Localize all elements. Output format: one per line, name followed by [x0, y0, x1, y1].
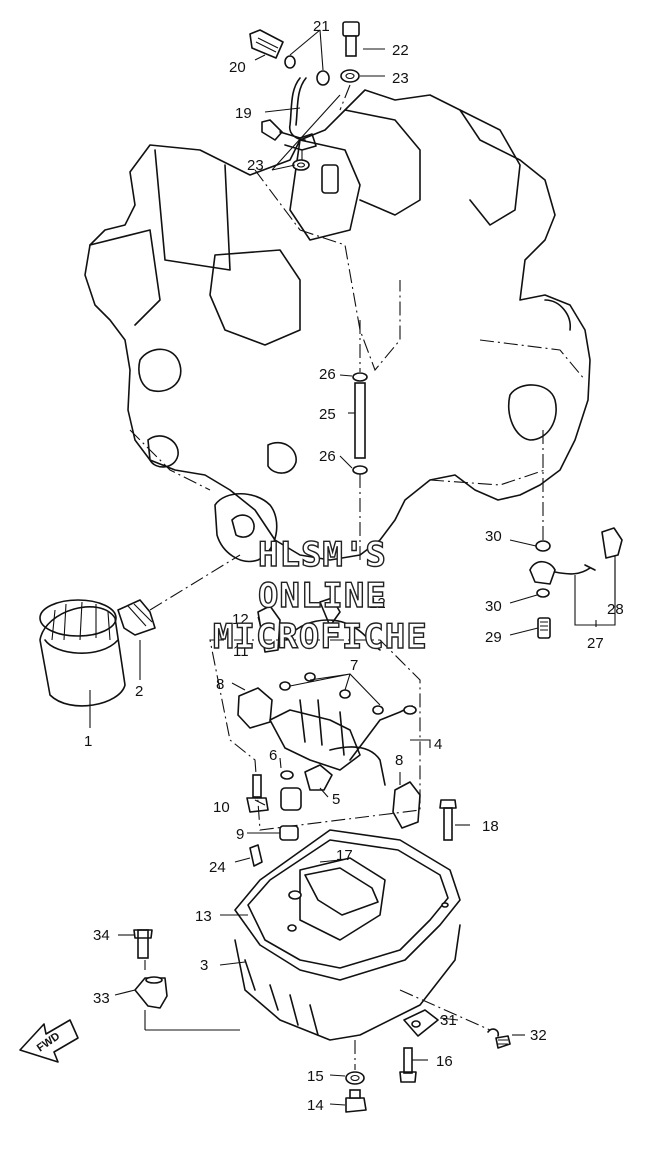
callout-19: 19 [235, 105, 252, 122]
watermark: HLSM'S ONLINE MICROFICHE [212, 534, 428, 657]
callout-4: 4 [434, 736, 442, 753]
callout-7: 7 [350, 657, 358, 674]
callout-5: 5 [332, 791, 340, 808]
callout-3: 3 [200, 957, 208, 974]
callout-28: 28 [607, 601, 624, 618]
callout-20: 20 [229, 59, 246, 76]
callout-30-bottom: 30 [485, 598, 502, 615]
callout-2: 2 [135, 683, 143, 700]
callout-12-left: 12 [232, 611, 249, 628]
oil-pipe-assembly [249, 21, 360, 171]
callout-6: 6 [269, 747, 277, 764]
callout-16: 16 [436, 1053, 453, 1070]
fwd-label: FWD [35, 1030, 62, 1054]
oil-pan [234, 829, 461, 1041]
callout-23-left: 23 [247, 157, 264, 174]
callout-9: 9 [236, 826, 244, 843]
callout-33: 33 [93, 990, 110, 1007]
callout-1: 1 [84, 733, 92, 750]
oil-pipe-25 [352, 320, 368, 560]
callout-21: 21 [313, 18, 330, 35]
watermark-line-1: HLSM'S [258, 535, 387, 575]
callout-17: 17 [336, 847, 353, 864]
callout-30-top: 30 [485, 528, 502, 545]
callout-22: 22 [392, 42, 409, 59]
callout-23-top: 23 [392, 70, 409, 87]
callout-26-top: 26 [319, 366, 336, 383]
pressure-switch [529, 430, 623, 639]
watermark-line-3: MICROFICHE [213, 617, 428, 657]
watermark-line-2: ONLINE [258, 576, 387, 616]
callout-13: 13 [195, 908, 212, 925]
callout-32: 32 [530, 1027, 547, 1044]
callout-8-left: 8 [216, 676, 224, 693]
small-parts [133, 799, 511, 1113]
callout-numbers: 1 2 3 4 5 6 7 8 8 9 10 11 12 12 13 14 15… [84, 18, 624, 1114]
callout-29: 29 [485, 629, 502, 646]
callout-11: 11 [233, 643, 249, 660]
callout-14: 14 [307, 1097, 324, 1114]
callout-15: 15 [307, 1068, 324, 1085]
strainer-assembly [209, 597, 421, 867]
oil-filter [39, 554, 241, 707]
callout-34: 34 [93, 927, 110, 944]
callout-27: 27 [587, 635, 604, 652]
callout-8-right: 8 [395, 752, 403, 769]
engine-block [84, 89, 591, 563]
callout-26-bottom: 26 [319, 448, 336, 465]
callout-25: 25 [319, 406, 336, 423]
leader-lines [89, 29, 616, 1106]
callout-12-right: 12 [369, 595, 386, 612]
callout-24: 24 [209, 859, 226, 876]
callout-31: 31 [440, 1012, 457, 1029]
callout-10: 10 [213, 799, 230, 816]
callout-18: 18 [482, 818, 499, 835]
fwd-arrow: FWD [19, 1019, 79, 1063]
